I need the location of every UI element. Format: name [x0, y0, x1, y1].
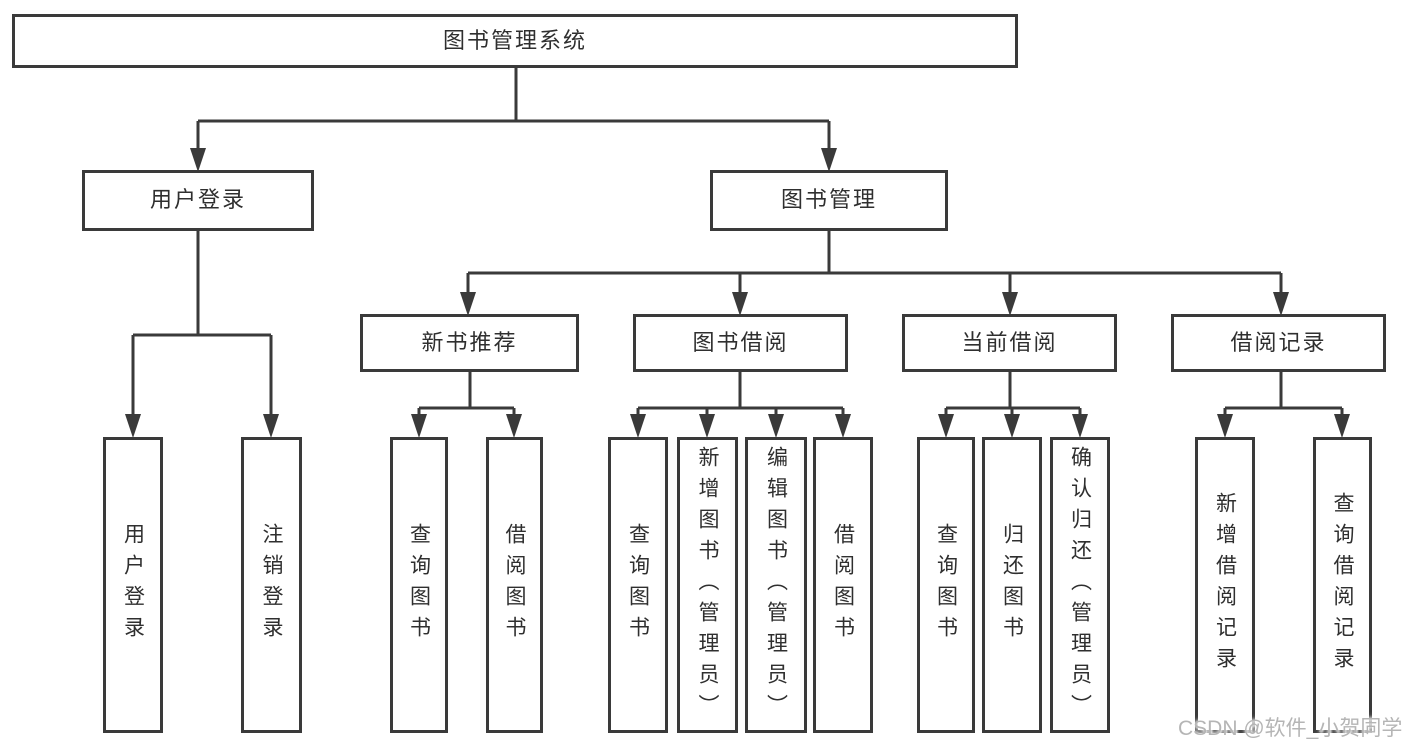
arrow-book-borrow-c1 — [630, 414, 646, 438]
arrow-current-borrow-c3 — [1072, 414, 1088, 438]
arrow-borrow-records-c2 — [1334, 414, 1350, 438]
node-library-system: 图书管理系统 — [12, 14, 1018, 68]
leaf-query-books-borrow: 查询图书 — [608, 437, 668, 733]
arrow-book-borrow — [732, 292, 748, 316]
leaf-confirm-return-admin: 确认归还（管理员） — [1050, 437, 1110, 733]
arrow-leaf-logout — [263, 414, 279, 438]
arrow-book-borrow-c3 — [768, 414, 784, 438]
arrow-user-login — [190, 148, 206, 172]
node-current-borrow: 当前借阅 — [902, 314, 1117, 372]
leaf-logout-login: 注销登录 — [241, 437, 302, 733]
arrow-book-borrow-c2 — [699, 414, 715, 438]
arrow-book-mgmt — [821, 148, 837, 172]
node-user-login: 用户登录 — [82, 170, 314, 231]
leaf-query-borrow-record: 查询借阅记录 — [1313, 437, 1372, 733]
arrow-current-borrow — [1002, 292, 1018, 316]
arrow-new-book-c1 — [411, 414, 427, 438]
leaf-edit-book-admin: 编辑图书（管理员） — [745, 437, 807, 733]
arrow-book-borrow-c4 — [835, 414, 851, 438]
node-borrow-records: 借阅记录 — [1171, 314, 1386, 372]
leaf-add-borrow-record: 新增借阅记录 — [1195, 437, 1255, 733]
leaf-user-login: 用户登录 — [103, 437, 163, 733]
leaf-add-book-admin: 新增图书（管理员） — [677, 437, 738, 733]
arrow-borrow-records-c1 — [1217, 414, 1233, 438]
arrow-new-book — [460, 292, 476, 316]
arrow-new-book-c2 — [506, 414, 522, 438]
arrow-borrow-records — [1273, 292, 1289, 316]
leaf-borrow-books: 借阅图书 — [813, 437, 873, 733]
arrow-leaf-user-login — [125, 414, 141, 438]
leaf-query-books-recommend: 查询图书 — [390, 437, 448, 733]
arrowheads — [125, 148, 1350, 438]
leaf-borrow-books-recommend: 借阅图书 — [486, 437, 543, 733]
leaf-query-books-current: 查询图书 — [917, 437, 975, 733]
arrow-current-borrow-c2 — [1004, 414, 1020, 438]
node-book-management: 图书管理 — [710, 170, 948, 231]
node-book-borrow: 图书借阅 — [633, 314, 848, 372]
csdn-watermark: CSDN @软件_小贺同学 — [1178, 717, 1403, 740]
node-new-book-recommend: 新书推荐 — [360, 314, 579, 372]
arrow-current-borrow-c1 — [938, 414, 954, 438]
leaf-return-books: 归还图书 — [982, 437, 1042, 733]
